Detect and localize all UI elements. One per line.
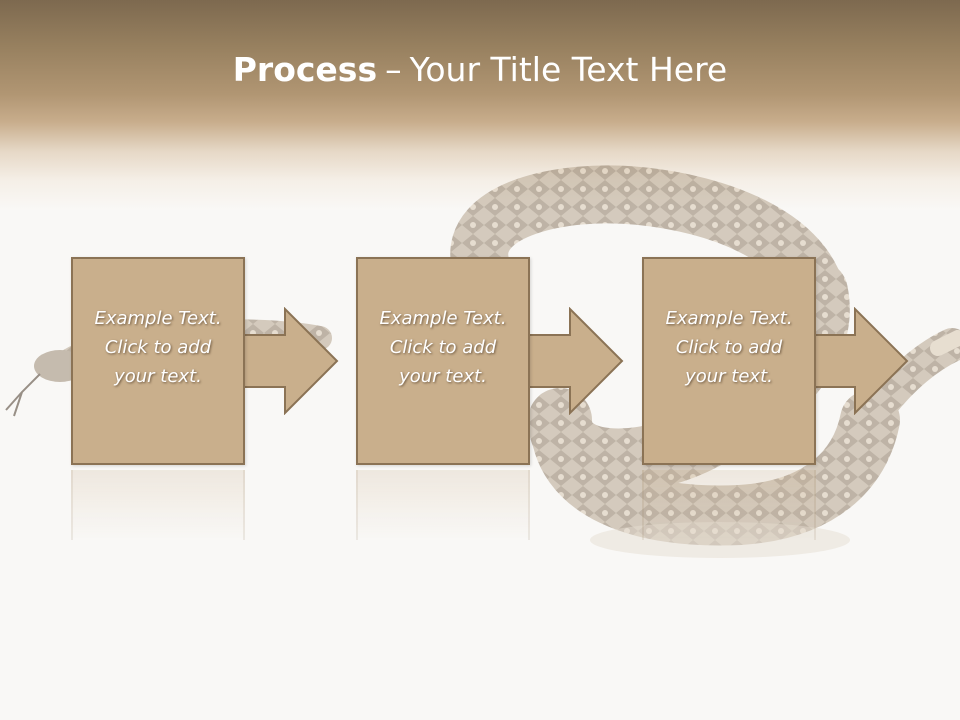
title-separator: – [385, 50, 402, 89]
step-2-line-1: Example Text. [379, 307, 507, 329]
process-step-2[interactable]: Example Text. Click to add your text. [356, 257, 530, 465]
step-3-reflection [642, 470, 816, 540]
step-2-line-2: Click to add [389, 336, 497, 358]
step-1-line-3: your text. [114, 365, 202, 387]
step-1-reflection [71, 470, 245, 540]
step-1-line-1: Example Text. [94, 307, 222, 329]
process-step-1[interactable]: Example Text. Click to add your text. [71, 257, 245, 465]
step-3-line-2: Click to add [675, 336, 783, 358]
title-rest-part: Your Title Text Here [409, 50, 728, 89]
arrow-1-icon [243, 307, 339, 415]
step-3-line-3: your text. [685, 365, 773, 387]
slide-title[interactable]: Process–Your Title Text Here [0, 50, 960, 89]
process-step-3[interactable]: Example Text. Click to add your text. [642, 257, 816, 465]
step-3-text[interactable]: Example Text. Click to add your text. [655, 304, 802, 391]
step-2-reflection [356, 470, 530, 540]
step-1-text[interactable]: Example Text. Click to add your text. [84, 304, 231, 391]
arrow-2-icon [528, 307, 624, 415]
step-2-line-3: your text. [399, 365, 487, 387]
header-band [0, 0, 960, 210]
step-3-line-1: Example Text. [665, 307, 793, 329]
step-1-line-2: Click to add [104, 336, 212, 358]
arrow-3-icon [813, 307, 909, 415]
title-bold-part: Process [232, 50, 378, 89]
step-2-text[interactable]: Example Text. Click to add your text. [369, 304, 516, 391]
